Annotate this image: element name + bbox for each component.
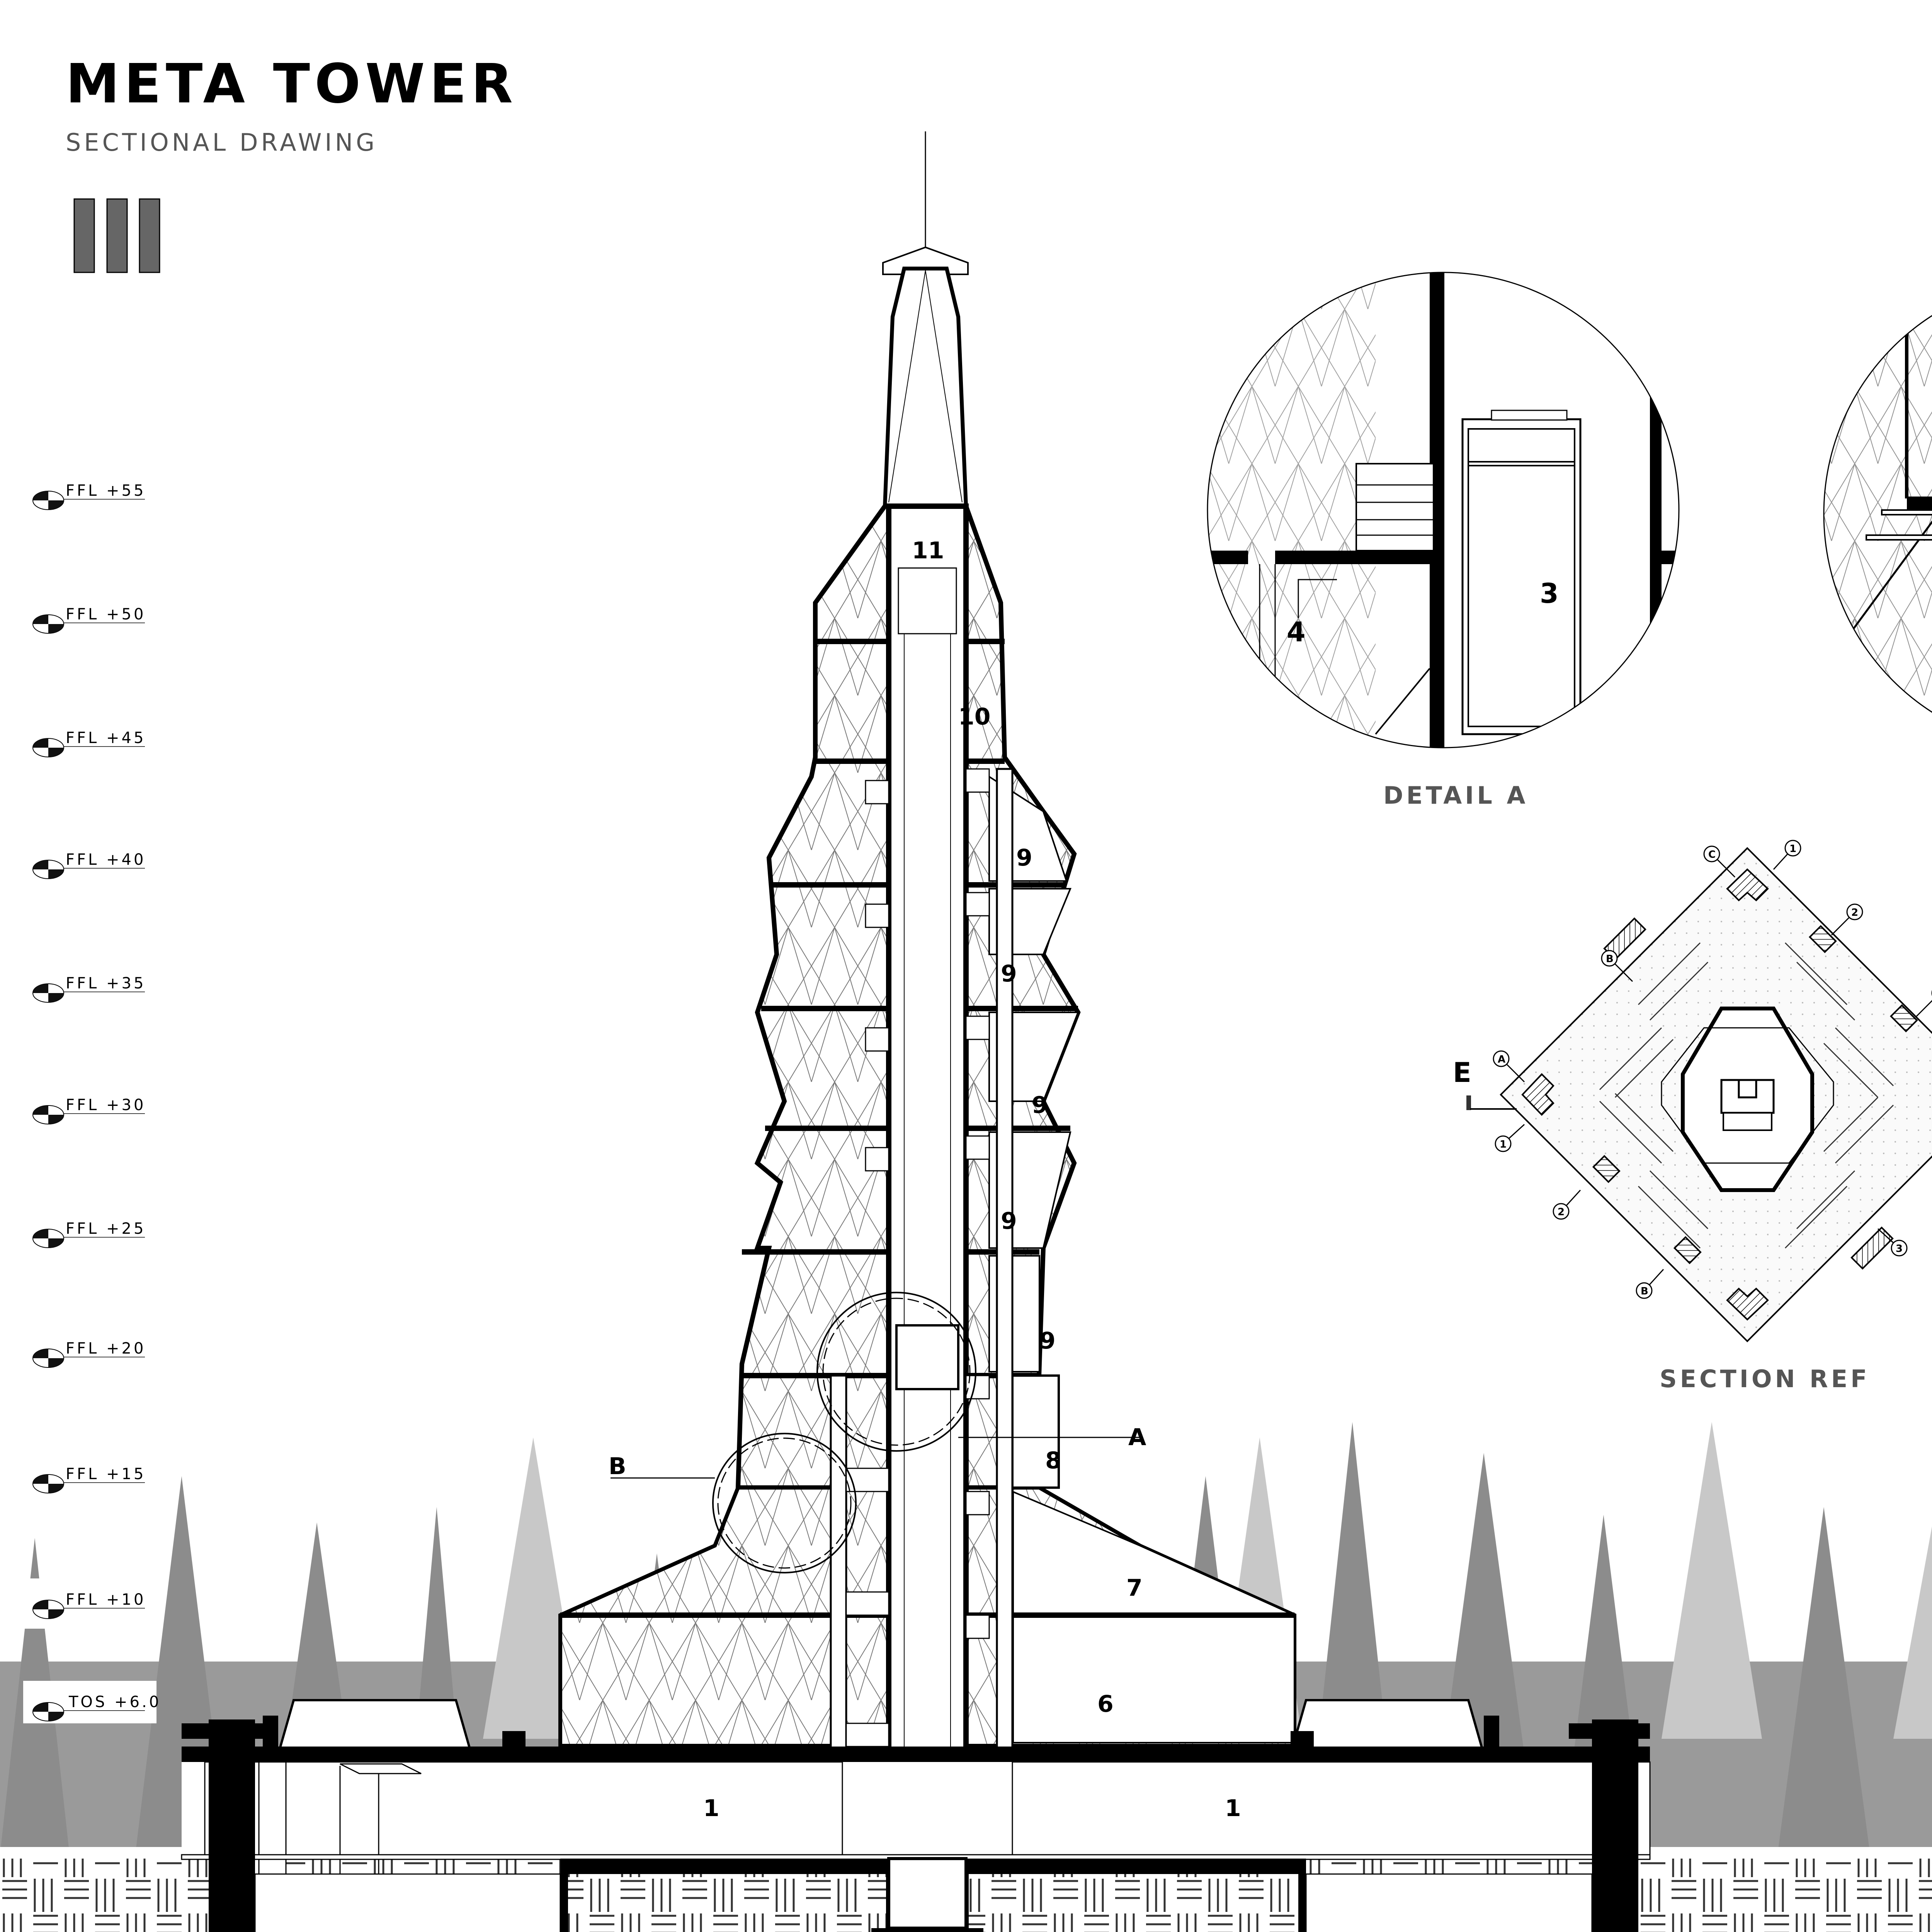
room-tag-reception: 8 [1045, 1447, 1061, 1474]
grid-marker: 2 [1553, 1189, 1581, 1220]
page-subtitle: SECTIONAL DRAWING [66, 128, 378, 156]
grid-marker-label: 1 [1789, 843, 1796, 855]
level-label: FFL +55 [66, 482, 146, 500]
level-label: TOS +6.0 [68, 1693, 161, 1711]
room-tag-services: 11 [912, 537, 944, 564]
grid-marker-label: B [1641, 1286, 1648, 1297]
detail-a-tag-3: 3 [1540, 578, 1559, 609]
title-block: META TOWER SECTIONAL DRAWING [66, 53, 517, 273]
level-label: FFL +30 [66, 1096, 146, 1114]
page-title: META TOWER [66, 53, 517, 116]
room-tag-hub-right: 1 [1225, 1795, 1241, 1822]
grid-marker-label: B [1606, 953, 1614, 965]
level-label: FFL +25 [66, 1220, 146, 1238]
level-label: FFL +35 [66, 975, 146, 992]
level-label: FFL +50 [66, 605, 146, 623]
callout-a: A [1128, 1424, 1146, 1451]
section-ref-title: SECTION REF [1660, 1365, 1870, 1393]
level-label: FFL +10 [66, 1591, 146, 1609]
level-label: FFL +45 [66, 729, 146, 747]
grid-marker-label: 3 [1896, 1243, 1903, 1255]
grid-marker: 1 [1495, 1124, 1525, 1152]
detail-b: 5 4 DETAIL B [1823, 278, 1932, 750]
level-marker: FFL +55 [32, 482, 146, 510]
grid-marker: B [1636, 1269, 1664, 1299]
grid-marker: A [1493, 1050, 1525, 1083]
room-tag-hub-left: 1 [703, 1795, 719, 1822]
grid-marker-label: 1 [1500, 1139, 1507, 1150]
grid-marker-label: 2 [1558, 1206, 1565, 1218]
level-marker: FFL +30 [32, 1096, 146, 1124]
room-tag-restaurant: 7 [1126, 1575, 1143, 1602]
level-marker: FFL +40 [32, 851, 146, 879]
grid-marker: 2 [1831, 903, 1863, 936]
level-marker: FFL +35 [32, 975, 146, 1003]
room-tag-suite-3: 9 [1032, 1092, 1048, 1119]
detail-a: 3 4 DETAIL A [1207, 272, 1680, 810]
level-marker: TOS +6.0 [23, 1681, 161, 1723]
tower-section: A B 11 10 9 9 9 9 9 8 7 6 [181, 131, 1651, 1932]
detail-a-title: DETAIL A [1383, 781, 1528, 810]
level-label: FFL +15 [66, 1465, 146, 1483]
grid-marker: 3 [1916, 990, 1932, 1017]
level-label: FFL +20 [66, 1340, 146, 1357]
room-tag-suite-2: 9 [1001, 960, 1017, 987]
cut-label-left: E [1453, 1057, 1471, 1088]
room-tag-suite-4: 9 [1001, 1208, 1017, 1235]
level-marker: FFL +25 [32, 1220, 146, 1248]
level-marker: FFL +50 [32, 605, 146, 634]
grid-marker: 1 [1773, 840, 1801, 870]
level-marker: FFL +45 [32, 729, 146, 757]
grid-marker-label: 2 [1851, 907, 1858, 918]
level-label: FFL +40 [66, 851, 146, 869]
grid-marker-label: C [1708, 849, 1716, 861]
section-ref-plan: E E' 1C2B3A4C123B SECTION REF [1453, 840, 1932, 1393]
level-marker: FFL +10 [23, 1578, 156, 1629]
bars-icon [73, 198, 160, 273]
room-tag-suite-5: 9 [1039, 1327, 1056, 1354]
level-marker: FFL +20 [32, 1340, 146, 1368]
grid-marker-label: A [1498, 1054, 1505, 1065]
room-tag-gallery: 10 [958, 703, 991, 730]
grid-markers: 1C2B3A4C123B [1493, 840, 1932, 1299]
detail-a-tag-4: 4 [1287, 616, 1306, 648]
level-marker: FFL +15 [32, 1465, 146, 1493]
grid-marker: 3 [1877, 1228, 1908, 1257]
grid-marker: B [1601, 950, 1633, 982]
room-tag-suite-1: 9 [1016, 844, 1032, 871]
room-tag-cafeteria: 6 [1097, 1690, 1114, 1718]
grid-marker: C [1703, 845, 1736, 878]
callout-b: B [609, 1453, 626, 1480]
